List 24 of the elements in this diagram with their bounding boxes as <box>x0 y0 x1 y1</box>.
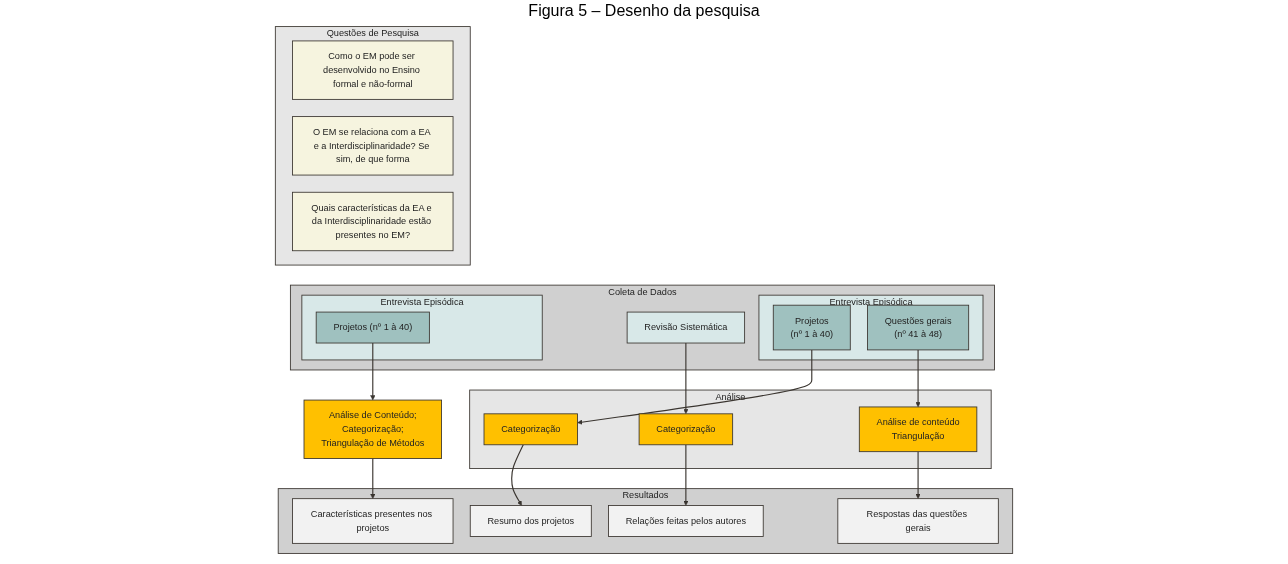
arrow <box>683 342 689 415</box>
node-box: Resumo dos projetos <box>469 505 592 537</box>
node-box: Análise de conteúdo Triangulação <box>858 406 978 453</box>
arrow <box>915 451 921 499</box>
node-box: Revisão Sistemática <box>626 311 746 344</box>
node-box: Projetos (nº 1 à 40) <box>772 304 851 351</box>
figure-title: Figura 5 – Desenho da pesquisa <box>527 2 761 20</box>
arrow <box>577 349 813 425</box>
arrow <box>370 457 376 499</box>
arrow <box>370 342 376 401</box>
node-box: Características presentes nos projetos <box>292 498 454 544</box>
node-box: Categorização <box>638 413 734 446</box>
node-box: Como o EM pode ser desenvolvido no Ensino formal e não-formal <box>292 40 454 100</box>
node-box: Análise de Conteúdo; Categorização; Triangulação de Métodos <box>303 399 442 459</box>
node-box: Relações feitas pelos autores <box>608 505 764 537</box>
node-box: Quais características da EA e da Interdisciplinaridade estão presentes no EM? <box>292 191 454 252</box>
node-box: Categorização <box>483 413 578 446</box>
arrow <box>915 349 921 408</box>
node-box: Respostas das questões gerais <box>837 498 999 544</box>
node-box: Questões gerais (nº 41 à 48) <box>867 304 970 351</box>
node-box: Projetos (nº 1 à 40) <box>315 311 430 344</box>
arrow <box>683 444 689 506</box>
node-box: O EM se relaciona com a EA e a Interdisciplinaridade? Se sim, de que forma <box>292 116 454 176</box>
arrow <box>511 444 524 506</box>
